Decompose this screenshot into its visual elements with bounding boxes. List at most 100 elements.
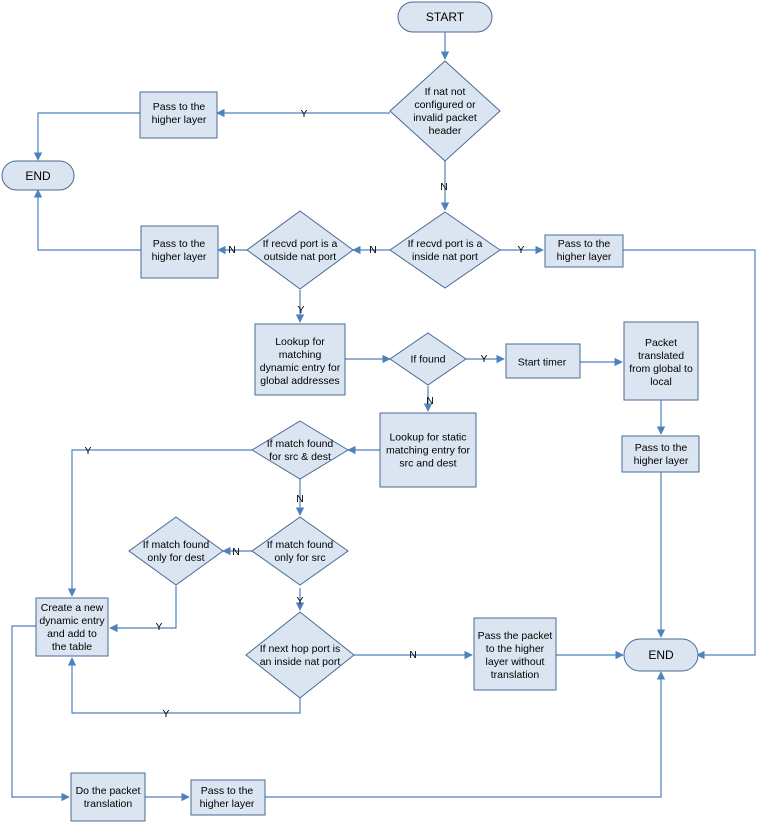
edge-nexthop-yes [67,657,301,714]
process-start-timer: Start timer [505,343,581,379]
terminal-end-left-label: END [25,169,51,183]
edge-label-inside-yes: Y [517,244,524,256]
process-lookup-dynamic-label-line: global addresses [260,375,339,387]
process-pass-without-translation-label-line: translation [491,669,540,681]
process-create-dynamic-entry-label-line: Create a new [41,602,104,614]
edge-label-inside-no: N [369,244,377,256]
edge-label-found-yes: Y [480,353,487,365]
decision-outside-port-label-line: outside nat port [264,251,336,263]
edge-label-dest-yes: Y [155,621,162,633]
decision-inside-port-label-line: inside nat port [412,251,478,263]
process-packet-translated-label-line: local [650,376,672,388]
decision-if-found-label-line: If found [410,354,445,366]
process-lookup-dynamic-label-line: matching [279,349,322,361]
decision-match-src-dest-label-line: for src & dest [269,451,331,463]
process-packet-translated-label-line: translated [638,350,684,362]
edge-label-found-no: N [426,395,434,407]
decision-next-hop-inside-label-line: If next hop port is [260,643,341,655]
decision-match-src-label-line: only for src [274,552,325,564]
edge-higher1-to-end [33,112,140,161]
edge-higher2-to-end [33,189,141,251]
process-do-translation-label-line: translation [84,798,133,810]
decision-outside-port-label-line: If recvd port is a [263,238,338,250]
process-packet-translated-label-line: from global to [629,363,693,375]
process-start-timer-label-line: Start timer [518,357,567,369]
process-pass-without-translation-label-line: Pass the packet [478,630,553,642]
edge-srcdest-yes [67,449,252,597]
process-create-dynamic-entry-label-line: dynamic entry [39,615,105,627]
process-create-dynamic-entry-label-line: and add to [47,628,97,640]
terminal-start: START [397,1,493,33]
edge-label-srcdest-yes: Y [84,445,91,457]
process-lookup-dynamic-label-line: Lookup for [275,336,325,348]
process-packet-translated-label-line: Packet [645,337,677,349]
process-pass-without-translation-label-line: layer without [486,656,545,668]
decision-match-dest-label-line: If match found [143,539,210,551]
process-pass-without-translation-label-line: to the higher [486,643,545,655]
terminal-start-label: START [426,10,465,24]
process-pass-higher-5-label-line: higher layer [200,798,255,810]
edge-label-src-no: N [232,546,240,558]
edge-label-nat-no: N [440,181,448,193]
process-pass-higher-3-label-line: Pass to the [558,238,611,250]
decision-nat-configured-label-line: invalid packet [413,112,477,124]
edge-label-src-yes: Y [296,595,303,607]
process-pass-higher-1-label-line: higher layer [152,114,207,126]
process-lookup-dynamic-label-line: dynamic entry for [260,362,341,374]
edge-label-nat-yes: Y [300,108,307,120]
edge-label-outside-yes: Y [297,304,304,316]
edge-dest-yes [109,586,177,633]
connectors [11,32,756,802]
decision-nat-configured-label-line: If nat not [425,86,466,98]
process-do-translation-label-line: Do the packet [76,785,141,797]
process-lookup-static-label-line: matching entry for [386,445,471,457]
process-pass-higher-1-label-line: Pass to the [153,101,206,113]
decision-nat-configured-label-line: configured or [414,99,476,111]
decision-if-found: If found [389,332,467,386]
edge-label-outside-no: N [228,244,236,256]
process-pass-higher-2-label-line: higher layer [152,251,207,263]
process-pass-higher-2-label-line: Pass to the [153,238,206,250]
process-pass-higher-5-label-line: Pass to the [201,785,254,797]
edge-higher3-to-end [623,249,756,660]
decision-match-dest-label-line: only for dest [147,552,204,564]
terminal-end-right-label: END [648,648,674,662]
edge-label-srcdest-no: N [296,493,304,505]
decision-nat-configured-label-line: header [429,125,462,137]
edge-label-nexthop-yes: Y [162,708,169,720]
decision-match-src-label-line: If match found [267,539,334,551]
edge-create-to-dotrans [11,625,70,802]
decision-match-src-dest-label-line: If match found [267,438,334,450]
decision-next-hop-inside-label-line: an inside nat port [260,656,341,668]
decision-inside-port-label-line: If recvd port is a [408,238,483,250]
process-pass-higher-4-label-line: higher layer [634,455,689,467]
edge-higher5-to-end [265,671,666,798]
process-create-dynamic-entry-label-line: the table [52,641,92,653]
terminal-end-right: END [623,638,699,672]
process-lookup-static-label-line: Lookup for static [389,432,466,444]
process-pass-higher-3-label-line: higher layer [557,251,612,263]
terminal-end-left: END [1,160,75,191]
edge-label-group: Y N Y N N Y Y N Y N N Y Y N Y [84,108,524,720]
edge-label-nexthop-no: N [409,649,417,661]
